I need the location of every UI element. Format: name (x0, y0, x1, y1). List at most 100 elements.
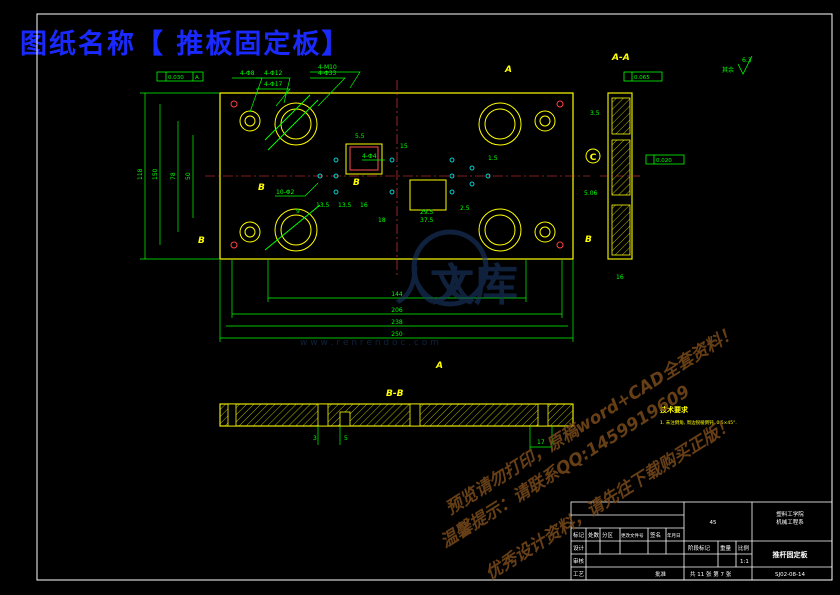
tb-row-review: 审核 (573, 557, 585, 565)
drawing-title-banner: 图纸名称【 推板固定板】 (20, 29, 351, 60)
tb-col-zone: 分区 (602, 531, 614, 539)
section-mark-a-bottom: A (435, 361, 443, 371)
dim-150: 150 (152, 168, 159, 180)
logo-text: 文库 (430, 260, 518, 311)
technical-requirements: 技术要求 1. 未注倒角, 周边锐棱倒钝, 0.5×45°. (660, 405, 737, 426)
corner-hole-tr-inner (539, 115, 551, 127)
corner-hole-bl (239, 221, 261, 243)
dim-238: 238 (391, 319, 403, 326)
corner-hole-tl (239, 110, 261, 132)
tb-row-process: 工艺 (573, 571, 585, 578)
svg-text:其余: 其余 (722, 66, 734, 74)
corner-hole-tl-inner (244, 115, 256, 127)
svg-text:0.030: 0.030 (168, 75, 184, 81)
dim-13-5a: 13.5 (316, 202, 330, 209)
side-hatch-2 (611, 139, 631, 196)
callout-hole-4: 4-Φ33 (318, 70, 337, 77)
text-watermark: 预览请勿打印，原稿word+CAD全套资料！ 温馨提示：请联系QQ:145991… (437, 322, 741, 584)
tb-part-name: 推杆固定板 (773, 550, 809, 559)
guide-hole-tl-inner (280, 108, 312, 140)
pocket-right (409, 179, 447, 211)
ejector-pin-hole (333, 189, 339, 195)
section-outline (219, 403, 574, 427)
tb-header-weight: 重量 (720, 544, 732, 552)
ejector-pin-hole (449, 189, 455, 195)
tb-col-count: 处数 (588, 531, 600, 539)
ejector-pin-hole (449, 173, 455, 179)
side-hatch-3 (611, 204, 631, 256)
callout-hole-2: 4-Φ12 (264, 70, 283, 77)
edge-marker-l1 (230, 100, 238, 108)
ejector-pin-hole (333, 157, 339, 163)
section-mark-a-top: A (504, 65, 512, 75)
dim-15: 15 (400, 143, 408, 150)
roughness-symbol: 其余 6.3 (722, 55, 753, 75)
ejector-pin-hole (449, 157, 455, 163)
pocket-left (345, 143, 383, 175)
section-view-bb: B-B 3 5 17 (219, 389, 574, 450)
parallel-tolerance-1: 0.065 (623, 71, 663, 82)
svg-text:6.3: 6.3 (742, 57, 752, 64)
tb-row-design: 设计 (573, 544, 585, 552)
outer-frame (36, 13, 833, 581)
section-mark-b-mid: B (353, 178, 360, 188)
tb-material: 45 (710, 520, 717, 526)
dim-16-side: 16 (616, 274, 624, 281)
dim-29-5: 29.5 (420, 209, 434, 216)
callout-hole-3: 4-Φ17 (264, 81, 283, 88)
dim-3-5: 3.5 (590, 110, 600, 117)
corner-hole-bl-inner (244, 226, 256, 238)
flatness-tolerance-frame: 0.030 A (156, 71, 204, 82)
callout-pin-holes: 10-Φ2 (276, 189, 295, 196)
guide-hole-tr (478, 102, 522, 146)
corner-hole-tr (534, 110, 556, 132)
tech-title: 技术要求 (660, 405, 689, 414)
tb-company-1: 塑料工学院 (776, 510, 804, 518)
parallel-tolerance-2: 0.020 (645, 154, 685, 165)
guide-hole-bl (274, 208, 318, 252)
dim-37-5: 37.5 (420, 217, 434, 224)
ejector-pin-pattern (317, 157, 491, 195)
svg-text:人人: 人人 (395, 264, 475, 310)
callout-pocket: 4-Φ4 (362, 153, 377, 160)
side-view-aa: A-A C 3.5 5.06 16 0.065 0.020 其余 6.3 (584, 53, 753, 281)
dim-13-5b: 13.5 (338, 202, 352, 209)
guide-hole-br (478, 208, 522, 252)
tb-approve: 批准 (655, 570, 667, 578)
plan-view: 4-Φ8 4-Φ12 4-Φ17 4-Φ33 4-M10 4-Φ4 10-Φ2 … (137, 64, 592, 371)
tb-scale: 1:1 (740, 559, 749, 565)
svg-text:C: C (590, 153, 597, 163)
title-block (570, 501, 833, 581)
dim-1-5: 1.5 (488, 155, 498, 162)
dim-50: 50 (185, 172, 192, 180)
logo-watermark: 人人 文库 w w w . r e n r e n d o c . c o m (300, 229, 518, 348)
callout-hole-5: 4-M10 (318, 64, 337, 71)
dim-2-5: 2.5 (460, 205, 470, 212)
dim-18: 18 (378, 217, 386, 224)
dim-sec-5: 5 (344, 435, 348, 442)
svg-text:0.065: 0.065 (634, 75, 650, 81)
corner-hole-br-inner (539, 226, 551, 238)
logo-url: w w w . r e n r e n d o c . c o m (300, 338, 439, 348)
ejector-pin-hole (469, 165, 475, 171)
ejector-pin-hole (317, 173, 323, 179)
section-mark-b-left1: B (198, 236, 205, 246)
dim-144: 144 (391, 291, 403, 298)
tb-col-change: 更改文件号 (621, 532, 644, 539)
guide-hole-tr-inner (484, 108, 516, 140)
datum-c (585, 148, 601, 164)
dim-sec-17: 17 (537, 439, 545, 446)
pocket-left-highlight (349, 146, 379, 171)
ejector-pin-hole (389, 157, 395, 163)
ejector-pin-hole (389, 189, 395, 195)
tb-sheet-info: 共 11 张 第 7 张 (690, 570, 732, 578)
ejector-pin-hole (333, 173, 339, 179)
dim-5-5: 5.5 (355, 133, 365, 140)
section-mark-b-left2: B (258, 183, 265, 193)
dim-118: 118 (137, 168, 144, 180)
view-aa-label: A-A (611, 53, 630, 63)
tb-header-scale: 比例 (738, 544, 750, 552)
dim-9: 9 (296, 208, 300, 215)
tb-row-mark: 标记 (573, 531, 585, 539)
